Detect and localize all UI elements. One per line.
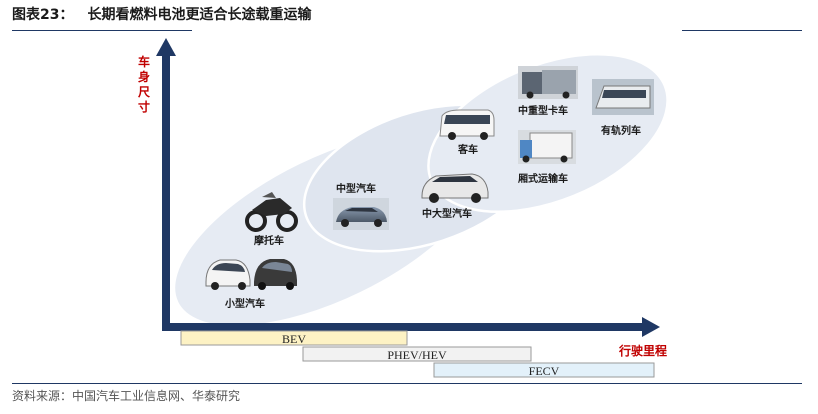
medium-car-image bbox=[333, 198, 389, 230]
figure-title: 图表23： 长期看燃料电池更适合长途载重运输 bbox=[12, 4, 311, 24]
top-rule-right bbox=[682, 30, 802, 31]
small-car-image-2 bbox=[254, 259, 297, 290]
bottom-rule bbox=[12, 383, 802, 384]
bar-fecv bbox=[433, 362, 655, 378]
label-large-car: 中大型汽车 bbox=[422, 207, 472, 220]
label-van: 厢式运输车 bbox=[518, 172, 568, 185]
bus-image bbox=[439, 109, 495, 140]
bar-bev bbox=[180, 330, 408, 346]
van-image bbox=[518, 130, 576, 164]
figure-number: 图表23： bbox=[12, 7, 74, 23]
bar-phev bbox=[302, 346, 532, 362]
label-train: 有轨列车 bbox=[601, 124, 641, 137]
figure-title-text: 长期看燃料电池更适合长途载重运输 bbox=[87, 7, 312, 23]
small-car-image-1 bbox=[205, 259, 251, 290]
y-axis-label-4: 寸 bbox=[138, 99, 150, 114]
label-bus: 客车 bbox=[457, 143, 478, 156]
train-image bbox=[592, 79, 654, 115]
y-axis-label-2: 身 bbox=[138, 69, 150, 84]
source-note: 资料来源：中国汽车工业信息网、华泰研究 bbox=[12, 389, 241, 403]
label-truck: 中重型卡车 bbox=[518, 104, 568, 117]
bar-phev-label: PHEV/HEV bbox=[387, 348, 447, 362]
label-medium-car: 中型汽车 bbox=[336, 182, 376, 195]
bar-fecv-label: FECV bbox=[529, 364, 560, 378]
y-axis-arrow bbox=[156, 38, 176, 56]
truck-image bbox=[518, 66, 578, 99]
label-motorcycle: 摩托车 bbox=[254, 234, 284, 247]
x-axis-label: 行驶里程 bbox=[618, 343, 667, 358]
large-car-image bbox=[421, 173, 489, 203]
motorcycle-image bbox=[245, 192, 298, 232]
y-axis-label-3: 尺 bbox=[138, 85, 150, 99]
x-axis-arrow bbox=[642, 317, 660, 337]
label-small-car: 小型汽车 bbox=[224, 297, 265, 310]
bar-bev-label: BEV bbox=[282, 332, 306, 346]
top-rule bbox=[12, 30, 192, 31]
y-axis-label-1: 车 bbox=[138, 54, 150, 69]
